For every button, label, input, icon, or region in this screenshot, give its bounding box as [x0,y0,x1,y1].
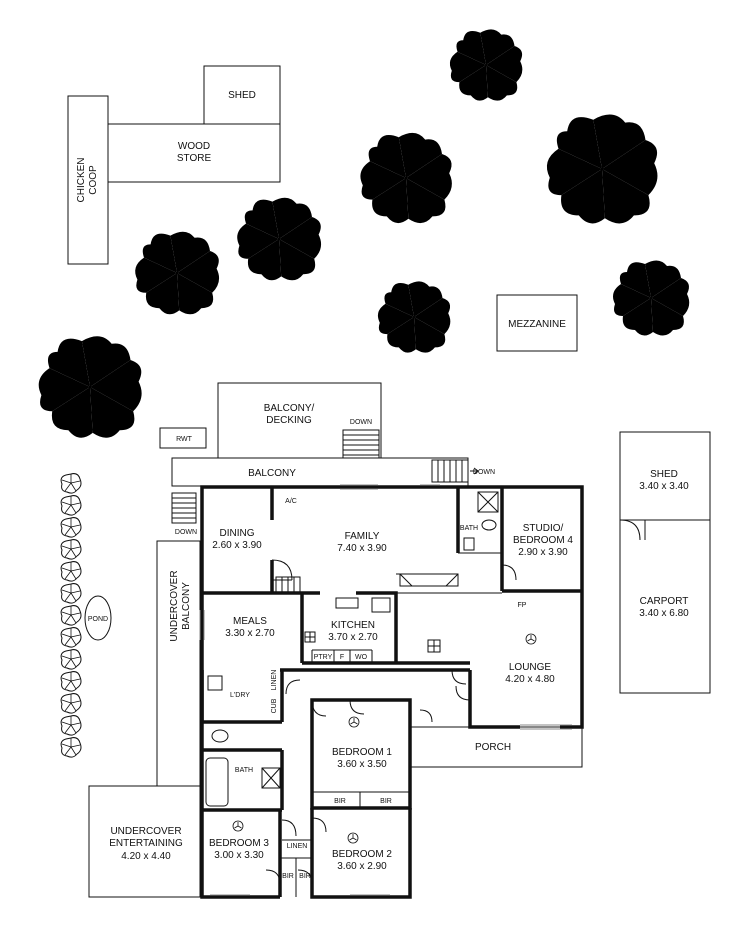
ac-label: A/C [285,498,297,505]
undercover-balcony-label-2: BALCONY [181,582,192,630]
wood-store-label-1: WOOD [178,141,210,152]
undercover-entertaining [88,785,201,898]
pond-label: POND [88,616,108,623]
bath-top-label: BATH [460,525,478,532]
bedroom1-size: 3.60 x 3.50 [337,759,387,770]
pond [84,595,112,641]
bir-label-4: BIR [299,873,311,880]
chicken-coop-label-2: COOP [88,165,99,195]
porch-label: PORCH [475,742,511,753]
balcony-label: BALCONY [248,468,296,479]
shed-outbuilding [203,65,281,125]
bedroom3-size: 3.00 x 3.30 [214,850,264,861]
meals-label: MEALS [233,616,267,627]
carport-size: 3.40 x 6.80 [639,608,689,619]
pantry-label: PTRY [314,654,333,661]
door-swings [265,559,517,885]
balcony [171,457,469,487]
dining-size: 2.60 x 3.90 [212,540,262,551]
down-label-left: DOWN [175,529,197,536]
bath-label: BATH [235,767,253,774]
entertaining-label-1: UNDERCOVER [110,826,181,837]
shed-label: SHED [228,90,256,101]
mezzanine [496,294,578,352]
carport [619,519,711,694]
family-label: FAMILY [345,531,380,542]
balcony-decking [217,382,382,458]
shed-right-size: 3.40 x 3.40 [639,481,689,492]
hedge-shrubs [60,473,82,758]
kitchen-size: 3.70 x 2.70 [328,632,378,643]
tree-icon [38,29,690,438]
bir-label-1: BIR [334,798,346,805]
bedroom3-label: BEDROOM 3 [209,838,269,849]
bathroom-fixtures [205,491,499,807]
balcony-decking-label-2: DECKING [266,415,312,426]
lounge-label: LOUNGE [509,662,552,673]
chicken-coop [67,95,109,265]
fridge-label: F [340,654,344,661]
bir-label-3: BIR [282,873,294,880]
kitchen-label: KITCHEN [331,620,375,631]
rainwater-tank [159,427,207,449]
down-label-top: DOWN [350,419,372,426]
fp-label: FP [518,602,527,609]
studio-size: 2.90 x 3.90 [518,547,568,558]
bedroom2-size: 3.60 x 2.90 [337,861,387,872]
bedroom2-label: BEDROOM 2 [332,849,392,860]
linen-top-label: LINEN [271,670,278,691]
windows [199,484,572,896]
cupboard-label: CUB [271,698,278,713]
studio-label-2: BEDROOM 4 [513,535,573,546]
linen-label: LINEN [287,843,308,850]
carport-label: CARPORT [640,596,689,607]
porch [409,726,583,768]
stairs-left [171,492,197,524]
studio-label-1: STUDIO/ [523,523,564,534]
lounge-size: 4.20 x 4.80 [505,674,555,685]
rwt-label: RWT [176,436,193,443]
wood-store-label-2: STORE [177,153,212,164]
stairs-top [342,429,380,459]
stairs-right [431,459,479,483]
mezzanine-label: MEZZANINE [508,319,566,330]
bedroom1-label: BEDROOM 1 [332,747,392,758]
entertaining-label-2: ENTERTAINING [109,838,183,849]
family-size: 7.40 x 3.90 [337,543,387,554]
entertaining-size: 4.20 x 4.40 [121,851,171,862]
wood-store-outbuilding [107,123,281,183]
laundry-label: L'DRY [230,692,250,699]
meals-size: 3.30 x 2.70 [225,628,275,639]
chicken-coop-label-1: CHICKEN [76,157,87,202]
undercover-balcony-label-1: UNDERCOVER [169,570,180,641]
shed-right-label: SHED [650,469,678,480]
wall-oven-label: WO [355,654,368,661]
down-label-right: DOWN [473,469,495,476]
balcony-decking-label-1: BALCONY/ [264,403,315,414]
bir-label-2: BIR [380,798,392,805]
dining-label: DINING [220,528,255,539]
